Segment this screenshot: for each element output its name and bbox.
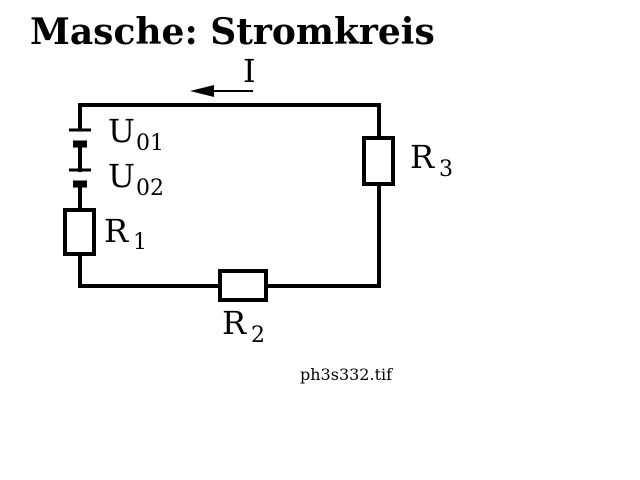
- circuit-wires: [78, 103, 381, 288]
- page-title: Masche: Stromkreis: [30, 11, 435, 53]
- label-r1-sub: 1: [133, 230, 147, 255]
- current-arrow: [190, 85, 253, 97]
- label-u01-sub: 01: [136, 131, 164, 156]
- current-label: I: [243, 52, 256, 90]
- resistor-r3: [362, 136, 395, 186]
- filename-caption: ph3s332.tif: [300, 365, 393, 384]
- label-u02: U 02: [108, 157, 164, 201]
- resistor-r1: [63, 208, 96, 256]
- label-r3-sub: 3: [439, 157, 453, 182]
- label-u01: U 01: [108, 112, 164, 156]
- voltage-source-u02: [69, 168, 91, 188]
- label-r2: R 2: [222, 304, 265, 348]
- voltage-source-u01: [69, 128, 91, 148]
- label-u01-base: U: [108, 112, 135, 150]
- resistor-r2: [218, 269, 268, 302]
- label-u02-sub: 02: [136, 176, 164, 201]
- right-wire: [264, 182, 381, 288]
- label-r2-base: R: [222, 304, 247, 342]
- label-r1-base: R: [104, 212, 129, 250]
- label-r3-base: R: [410, 138, 435, 176]
- label-r2-sub: 2: [251, 323, 265, 348]
- bottom-wire: [78, 252, 222, 288]
- label-r3: R 3: [410, 138, 453, 182]
- top-wire: [78, 103, 381, 140]
- label-r1: R 1: [104, 212, 147, 255]
- label-u02-base: U: [108, 157, 135, 195]
